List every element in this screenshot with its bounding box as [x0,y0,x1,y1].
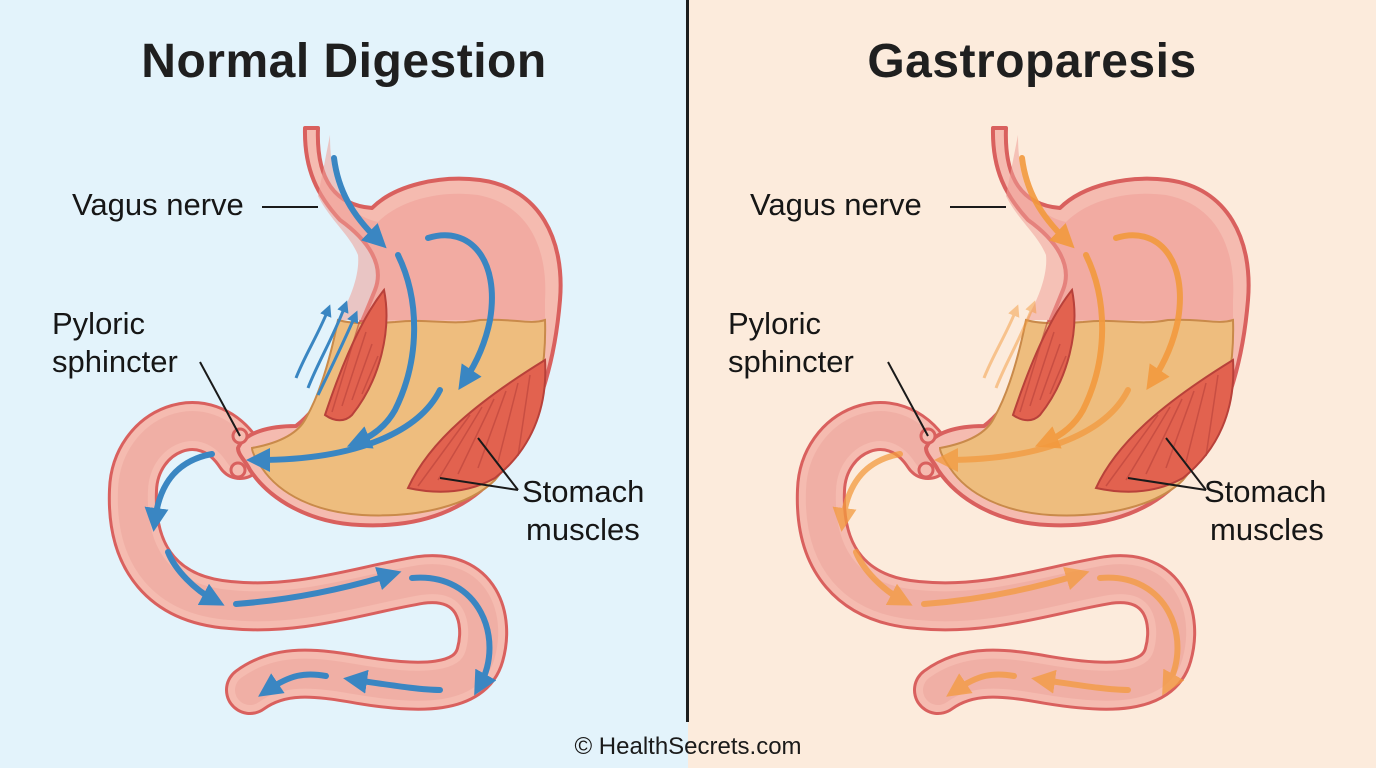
flow-arrow [144,451,215,532]
flow-arrow [233,566,402,607]
panel-title: Gastroparesis [867,35,1197,88]
flow-arrow [921,566,1090,607]
flow-arrow [165,549,225,606]
stomach-muscle-lower [1094,358,1235,493]
flow-arrow [1034,252,1106,449]
panel-divider [686,0,689,722]
panel-title: Normal Digestion [141,35,547,88]
gastroparesis-panel: Gastroparesis Vagus nerve Pyloric sphinc… [688,0,1376,768]
flow-arrow [934,387,1131,472]
pyloric-label-line2: sphincter [728,344,854,379]
flow-arrow [409,574,497,696]
flow-arrow [1031,669,1131,694]
pyloric-leader-line [887,361,929,437]
pyloric-label-line2: sphincter [52,344,178,379]
flow-arrow [425,232,495,390]
muscle-leader-line [477,437,519,491]
stomach-muscle-lower [406,358,547,493]
vagus-nerve-label: Vagus nerve [72,187,244,222]
stomach-diagram [795,126,1251,715]
pyloric-label-line1: Pyloric [728,306,822,341]
flow-arrow [946,671,1017,697]
flow-arrow [246,387,443,472]
stomach-muscles-label-line1: Stomach [1204,474,1327,509]
reflux-arrow [982,304,1020,379]
flow-arrow [343,669,443,694]
stomach-muscles-label-line2: muscles [1210,512,1324,547]
stomach-diagram [107,126,563,715]
flow-arrow [832,451,903,532]
flow-arrow [1113,232,1183,390]
reflux-arrow [316,310,359,396]
vagus-nerve-label: Vagus nerve [750,187,922,222]
muscle-leader-line [1127,477,1207,491]
flow-arrow [853,549,913,606]
flow-arrow [258,671,329,697]
pyloric-leader-line [199,361,241,437]
reflux-arrow [294,304,332,379]
stomach-muscles-label-line2: muscles [526,512,640,547]
pyloric-label-line1: Pyloric [52,306,146,341]
flow-arrow [1097,574,1185,696]
flow-arrow [331,155,387,249]
stomach-muscles-label-line1: Stomach [522,474,645,509]
reflux-arrow [306,300,349,389]
flow-arrow [1019,155,1075,249]
stomach-muscle-upper [323,287,388,422]
muscle-leader-line [439,477,519,491]
flow-arrow [346,252,418,449]
copyright-footer: © HealthSecrets.com [574,733,802,760]
stomach-muscle-upper [1011,287,1076,422]
normal-digestion-panel: Normal Digestion Vagus nerve Pyloric sph… [0,0,688,768]
reflux-arrow [994,300,1037,389]
muscle-leader-line [1165,437,1207,491]
